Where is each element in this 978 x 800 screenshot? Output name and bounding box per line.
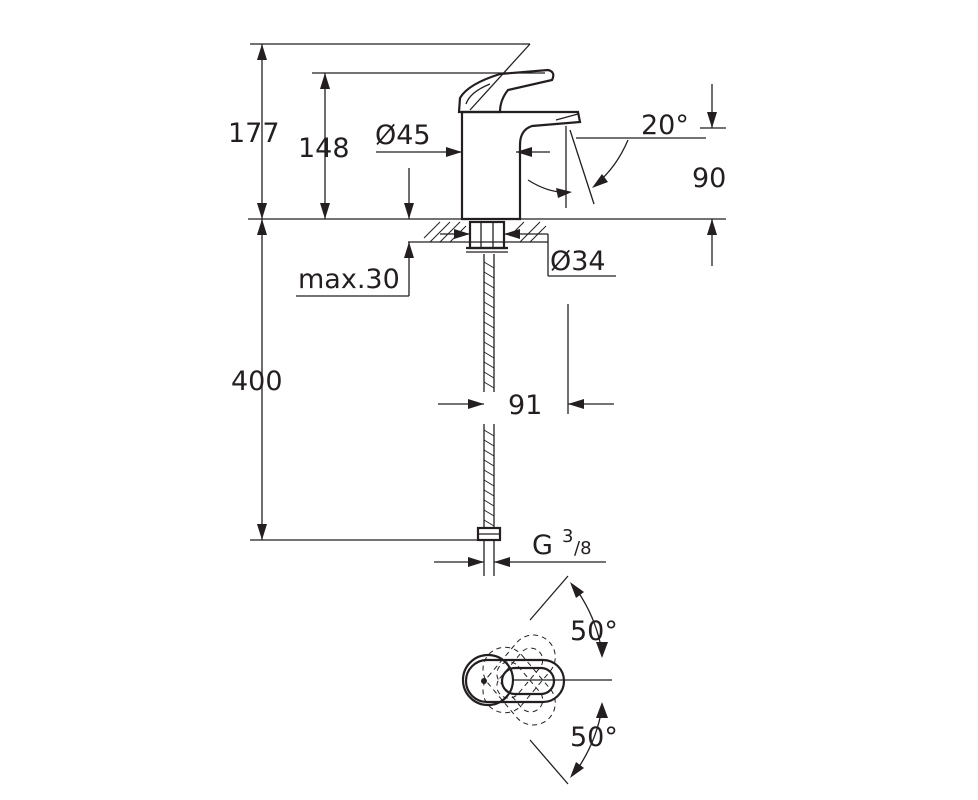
label-max-deck-thickness: max.30 bbox=[298, 264, 400, 295]
mounting-shank bbox=[466, 220, 508, 253]
label-spout-height: 148 bbox=[298, 133, 350, 164]
label-projection: 91 bbox=[508, 390, 542, 421]
label-spout-clearance: 90 bbox=[692, 163, 726, 194]
dim-projection: 91 bbox=[438, 304, 614, 421]
deck-slab bbox=[408, 221, 548, 243]
dim-overall-height: 177 bbox=[228, 43, 530, 219]
label-lever-angle-bottom: 50° bbox=[570, 722, 618, 753]
dim-body-diameter: Ø45 bbox=[375, 120, 550, 157]
dim-connection-thread: G 3 /8 bbox=[434, 526, 606, 567]
label-hose-length: 400 bbox=[231, 366, 283, 397]
dim-spout-clearance: 90 bbox=[692, 84, 726, 266]
dim-base-diameter: Ø34 bbox=[440, 229, 616, 277]
label-base-diameter: Ø34 bbox=[550, 246, 606, 277]
faucet-body bbox=[457, 43, 582, 221]
label-thread-g: G bbox=[532, 530, 553, 561]
label-body-diameter: Ø45 bbox=[375, 120, 431, 151]
dim-hose-length: 400 bbox=[231, 219, 484, 541]
label-thread-denominator: /8 bbox=[574, 538, 592, 559]
label-lever-angle-top: 50° bbox=[570, 616, 618, 647]
dim-max-deck-thickness: max.30 bbox=[296, 168, 414, 297]
supply-hose bbox=[476, 254, 502, 576]
label-spray-angle: 20° bbox=[641, 110, 689, 141]
dim-spray-angle: 20° bbox=[527, 110, 706, 205]
label-overall-height: 177 bbox=[228, 118, 280, 149]
lever-top-view: 50° 50° bbox=[461, 575, 618, 785]
dim-spout-height: 148 bbox=[298, 72, 545, 219]
label-thread-numerator: 3 bbox=[562, 526, 573, 547]
